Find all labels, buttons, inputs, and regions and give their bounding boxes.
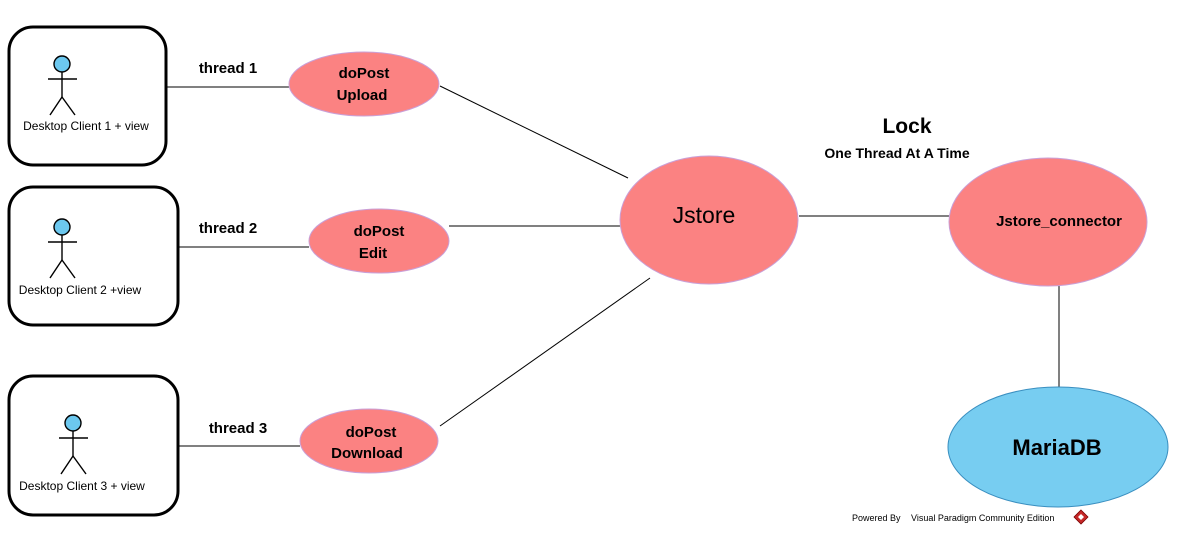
mariadb-node[interactable]: MariaDB [947,386,1169,508]
usecase-label-line2: Download [331,445,403,462]
thread-label: thread 1 [199,60,257,77]
powered-by-footer: Powered By Visual Paradigm Community Edi… [852,509,1089,525]
client-label: Desktop Client 3 + view [19,479,145,493]
edge-upload-jstore [439,85,629,179]
jstore-connector-node[interactable]: Jstore_connector [948,157,1148,287]
visual-paradigm-logo-icon [1073,509,1089,525]
client-1: Desktop Client 1 + view [7,25,168,167]
usecase-label-line1: doPost [346,424,397,441]
jstore-label: Jstore [673,202,736,228]
stick-figure-actor-icon [59,414,88,475]
jstore-node[interactable]: Jstore [619,155,799,285]
usecase-label-line1: doPost [339,65,390,82]
usecase-download[interactable]: doPost Download [299,408,439,474]
usecase-edit[interactable]: doPost Edit [308,208,450,274]
client-boundary [7,374,180,517]
client-boundary [7,25,168,167]
footer-product-label: Visual Paradigm Community Edition [911,513,1054,523]
stick-figure-actor-icon [48,218,77,279]
mariadb-label: MariaDB [1012,435,1101,460]
usecase-label-line2: Edit [359,245,387,262]
lock-subtitle: One Thread At A Time [824,145,969,161]
usecase-label-line2: Upload [337,87,388,104]
lock-title: Lock [882,115,931,138]
stick-figure-actor-icon [48,55,77,116]
usecase-label-line1: doPost [354,223,405,240]
thread-label: thread 3 [209,420,267,437]
edge-download-jstore [439,277,651,427]
jstore-connector-label: Jstore_connector [996,213,1122,230]
connectors [78,85,1060,447]
client-label: Desktop Client 1 + view [23,119,149,133]
footer-powered-label: Powered By [852,513,901,523]
thread-label: thread 2 [199,220,257,237]
client-boundary [7,185,180,327]
client-3: Desktop Client 3 + view [7,374,180,517]
client-label: Desktop Client 2 +view [19,283,142,297]
usecase-upload[interactable]: doPost Upload [288,51,440,117]
client-2: Desktop Client 2 +view [7,185,180,327]
